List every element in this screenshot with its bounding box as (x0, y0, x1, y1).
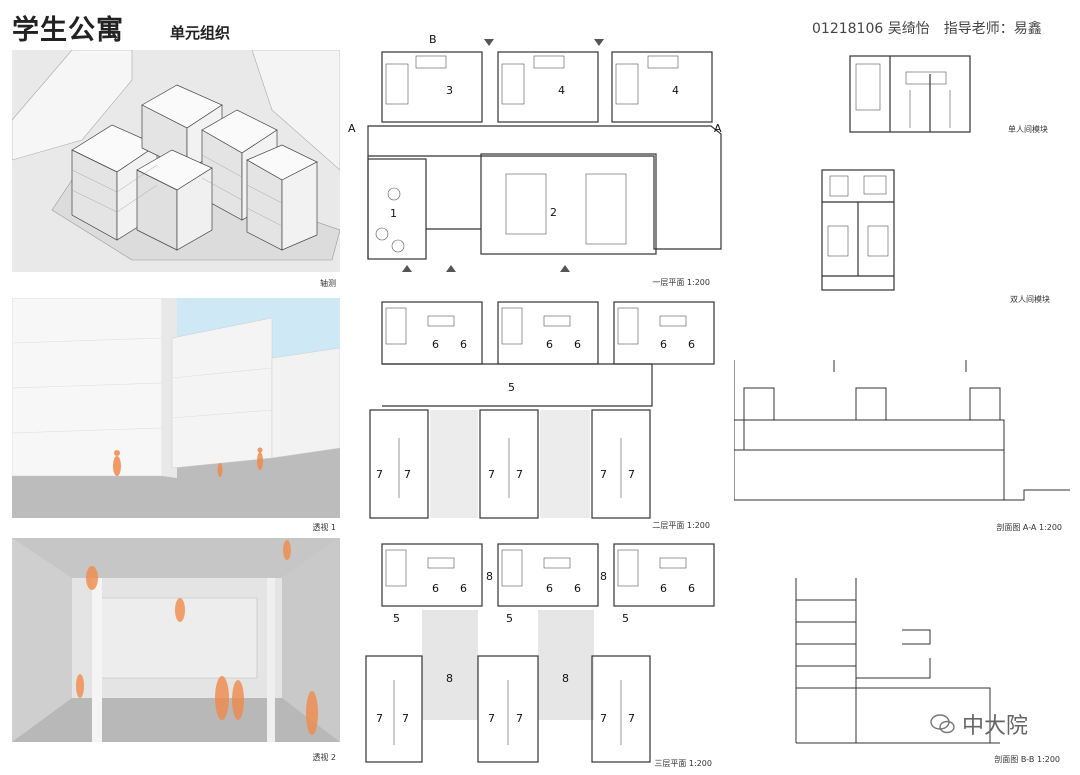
floor-plan-3: 6 6 6 6 6 6 8 8 5 5 5 8 8 7 7 7 7 7 7 三层… (360, 540, 720, 770)
plan2-room: 7 (488, 468, 495, 481)
watermark-text: 中大院 (962, 714, 1029, 739)
plan3-room: 8 (562, 672, 569, 685)
author-info: 01218106 吴绮怡 指导老师：易鑫 (812, 21, 1042, 37)
axonometric-view: 轴测 (12, 50, 340, 288)
section-b-b: 剖面图 B-B 1:200 (790, 578, 1070, 768)
plan2-room: 5 (508, 381, 515, 394)
single-room-module: 单人间模块 (846, 50, 1066, 140)
plan2-room: 7 (600, 468, 607, 481)
floor-plan-1: B A A 3 4 4 1 2 一层平面 1:200 (346, 33, 722, 287)
plan3-room: 6 (688, 582, 695, 595)
plan3-room: 6 (546, 582, 553, 595)
plan1-mark-a-left: A (348, 122, 356, 135)
plan3-room: 7 (488, 712, 495, 725)
plan2-room: 7 (376, 468, 383, 481)
plan3-room: 8 (446, 672, 453, 685)
plan3-room: 8 (486, 570, 493, 583)
plan3-room: 6 (432, 582, 439, 595)
perspective-2-caption: 透视 2 (312, 753, 336, 762)
perspective-1-view: 透视 1 (12, 298, 340, 532)
section-a-a-caption: 剖面图 A-A 1:200 (996, 523, 1062, 532)
plan1-room: 3 (446, 84, 453, 97)
plan2-room: 7 (404, 468, 411, 481)
plan1-room: 1 (390, 207, 397, 220)
floor-plan-2: 6 6 6 6 6 6 5 7 7 7 7 7 7 二层平面 1:200 (360, 298, 720, 536)
page-title: 学生公寓 (12, 15, 124, 46)
plan3-room: 5 (506, 612, 513, 625)
plan2-room: 6 (460, 338, 467, 351)
double-room-module: 双人间模块 (818, 166, 1068, 306)
plan3-room: 7 (628, 712, 635, 725)
plan3-room: 7 (402, 712, 409, 725)
plan1-mark-b: B (429, 34, 437, 46)
plan2-room: 6 (688, 338, 695, 351)
axonometric-caption: 轴测 (320, 279, 336, 288)
plan1-mark-a-right: A (714, 122, 722, 135)
plan2-room: 6 (432, 338, 439, 351)
plan2-room: 6 (660, 338, 667, 351)
plan3-room: 5 (393, 612, 400, 625)
double-module-caption: 双人间模块 (1010, 295, 1050, 304)
plan2-room: 6 (574, 338, 581, 351)
plan2-room: 7 (516, 468, 523, 481)
floor-plan-2-caption: 二层平面 1:200 (652, 521, 710, 530)
perspective-2-view: 透视 2 (12, 538, 340, 762)
plan2-room: 7 (628, 468, 635, 481)
plan3-room: 6 (460, 582, 467, 595)
plan3-room: 6 (660, 582, 667, 595)
watermark: 中大院 (930, 708, 1028, 740)
page-subtitle: 单元组织 (170, 24, 231, 42)
plan3-room: 5 (622, 612, 629, 625)
wechat-icon (930, 714, 955, 734)
perspective-1-caption: 透视 1 (312, 523, 336, 532)
plan1-room: 2 (550, 206, 557, 219)
plan3-room: 7 (516, 712, 523, 725)
plan1-room: 4 (672, 84, 679, 97)
single-module-caption: 单人间模块 (1008, 125, 1048, 134)
plan2-room: 6 (546, 338, 553, 351)
plan1-room: 4 (558, 84, 565, 97)
section-b-b-caption: 剖面图 B-B 1:200 (994, 755, 1060, 764)
floor-plan-3-caption: 三层平面 1:200 (654, 759, 712, 768)
plan3-room: 7 (376, 712, 383, 725)
section-a-a: 剖面图 A-A 1:200 (733, 360, 1070, 536)
plan3-room: 8 (600, 570, 607, 583)
plan3-room: 7 (600, 712, 607, 725)
plan3-room: 6 (574, 582, 581, 595)
floor-plan-1-caption: 一层平面 1:200 (652, 278, 710, 287)
